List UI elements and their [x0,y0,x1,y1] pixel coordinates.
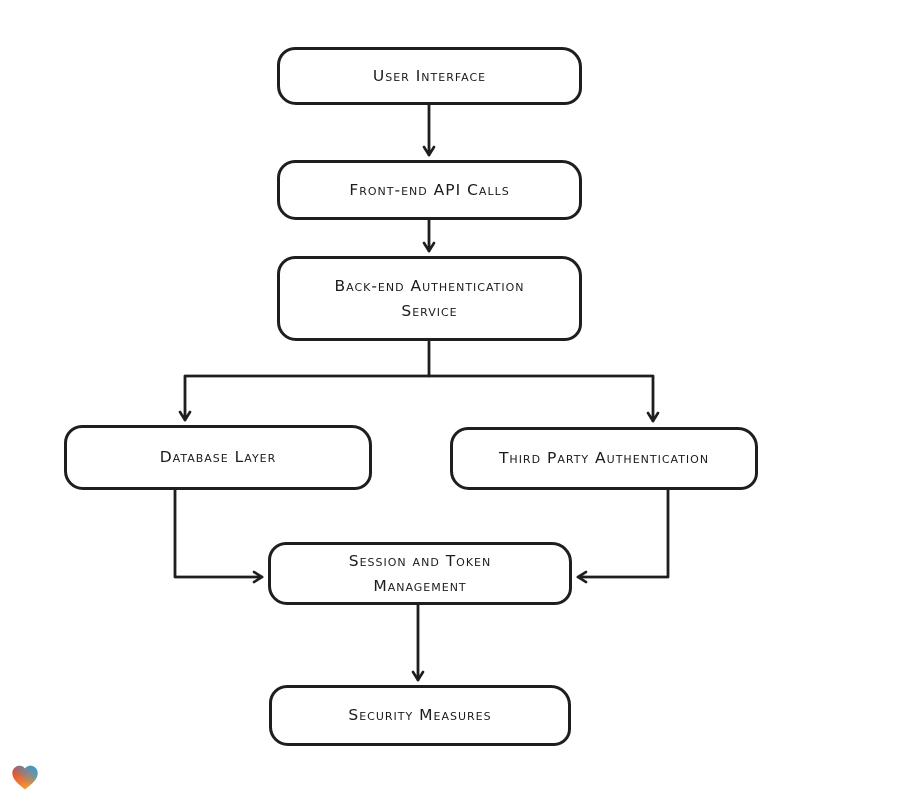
lovable-heart-logo[interactable] [11,764,39,791]
node-label: Third Party Authentication [498,449,710,468]
node-label: Session and Token Management [348,552,492,595]
edge-database-to-session [173,488,264,584]
node-label: Database Layer [159,448,277,467]
edge-backend-to-thirdparty [427,374,660,423]
node-security-measures: Security Measures [269,685,571,746]
node-front-end-api-calls: Front-end API Calls [277,160,582,220]
node-session-token-management: Session and Token Management [268,542,572,605]
node-label: Front-end API Calls [349,180,510,199]
node-back-end-auth-service: Back-end Authentication Service [277,256,582,341]
node-label: Back-end Authentication Service [334,277,525,320]
heart-icon [12,765,38,790]
node-third-party-auth: Third Party Authentication [450,427,758,490]
node-database-layer: Database Layer [64,425,372,490]
edge-backend-to-database [178,374,431,422]
edge-thirdparty-to-session [576,488,670,584]
node-user-interface: User Interface [277,47,582,105]
node-label: User Interface [372,66,487,85]
node-label: Security Measures [348,706,492,725]
